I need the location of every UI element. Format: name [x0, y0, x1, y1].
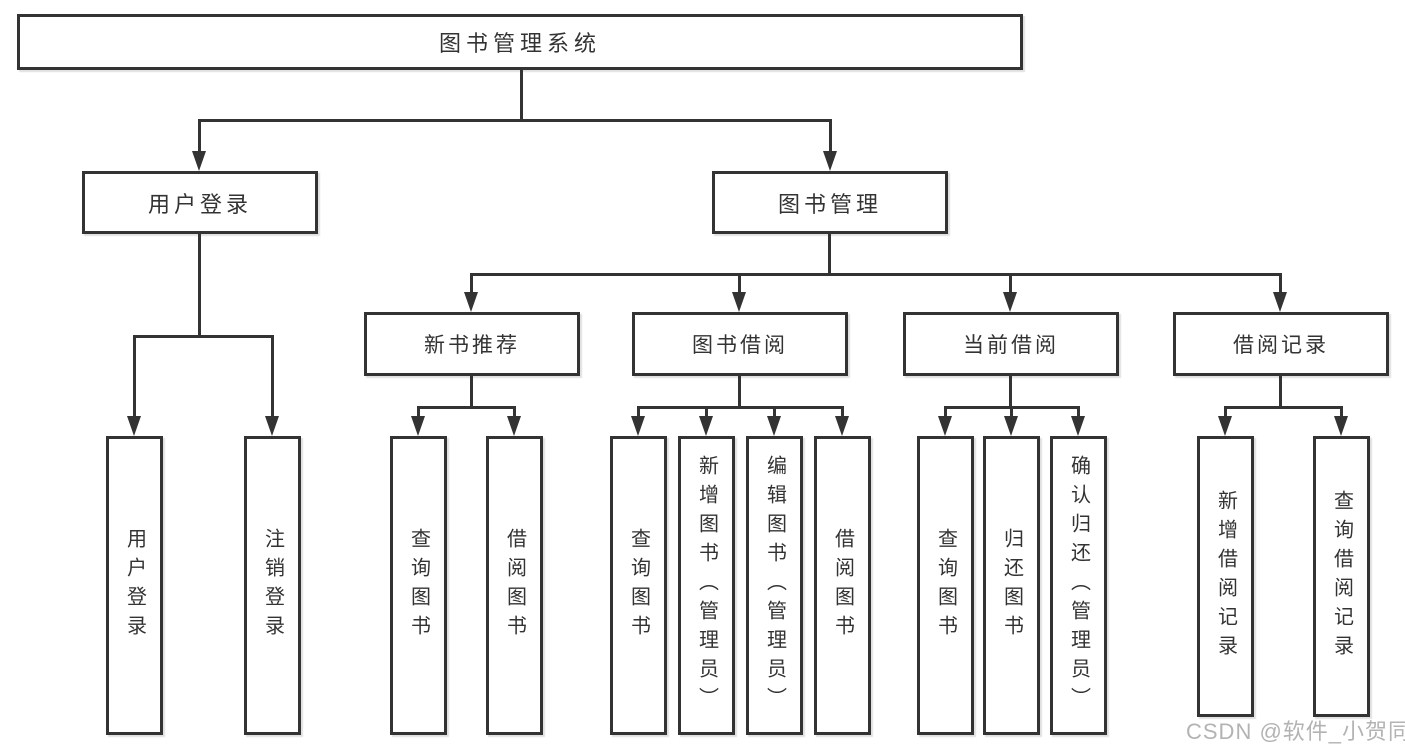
leaf-label: 注销登录	[261, 527, 284, 644]
connector-stem	[1010, 406, 1013, 417]
connector-userlogin-drop	[198, 234, 201, 335]
connector-stem	[738, 273, 741, 293]
node-user-login: 用户登录	[82, 171, 318, 234]
arrowhead-down-icon	[411, 416, 425, 436]
arrowhead-down-icon	[823, 151, 837, 171]
leaf-query-book: 查询图书	[917, 436, 974, 735]
connector-stem	[198, 119, 201, 152]
leaf-label: 确认归还（管理员）	[1067, 455, 1090, 716]
arrowhead-down-icon	[265, 416, 279, 436]
connector-stem	[513, 406, 516, 417]
leaf-query-book: 查询图书	[390, 436, 447, 735]
node-label: 图书管理	[777, 191, 882, 217]
connector-stem	[829, 119, 832, 152]
connector-stem	[841, 406, 844, 417]
arrowhead-down-icon	[127, 416, 141, 436]
leaf-logout-login: 注销登录	[244, 436, 301, 735]
leaf-add-borrow-record: 新增借阅记录	[1197, 436, 1254, 717]
connector-stem	[470, 273, 473, 293]
node-current-borrow: 当前借阅	[903, 312, 1119, 376]
arrowhead-down-icon	[1218, 416, 1232, 436]
arrowhead-down-icon	[1334, 416, 1348, 436]
connector-stem	[1340, 406, 1343, 417]
arrowhead-down-icon	[835, 416, 849, 436]
leaf-query-borrow-record: 查询借阅记录	[1313, 436, 1370, 717]
node-label: 新书推荐	[424, 334, 520, 357]
leaf-label: 新增图书（管理员）	[695, 455, 718, 716]
connector-bookmgmt-drop	[828, 234, 831, 273]
connector-drop	[738, 376, 741, 406]
leaf-borrow-book: 借阅图书	[486, 436, 543, 735]
connector-drop	[470, 376, 473, 406]
connector-level2-rail	[198, 119, 832, 122]
arrowhead-down-icon	[507, 416, 521, 436]
arrowhead-down-icon	[464, 292, 478, 312]
connector-stem	[1279, 273, 1282, 293]
arrowhead-down-icon	[767, 416, 781, 436]
csdn-watermark: CSDN @软件_小贺同学	[1186, 719, 1405, 744]
node-label: 图书管理系统	[438, 31, 601, 56]
connector-rail	[637, 406, 844, 409]
arrowhead-down-icon	[699, 416, 713, 436]
node-label: 图书借阅	[692, 334, 788, 357]
arrowhead-down-icon	[1003, 292, 1017, 312]
leaf-label: 查询图书	[934, 527, 957, 644]
node-library-management-system: 图书管理系统	[17, 14, 1023, 70]
leaf-return-book: 归还图书	[983, 436, 1040, 735]
leaf-label: 归还图书	[1000, 527, 1023, 644]
node-borrow-records: 借阅记录	[1173, 312, 1389, 376]
arrowhead-down-icon	[1004, 416, 1018, 436]
connector-stem	[1077, 406, 1080, 417]
leaf-label: 编辑图书（管理员）	[763, 455, 786, 716]
connector-stem	[705, 406, 708, 417]
connector-rail	[1224, 406, 1343, 409]
connector-userlogin-rail	[133, 335, 274, 338]
leaf-label: 借阅图书	[503, 527, 526, 644]
leaf-label: 用户登录	[123, 527, 146, 644]
node-book-management: 图书管理	[712, 171, 948, 234]
connector-stem	[133, 335, 136, 417]
connector-stem	[637, 406, 640, 417]
node-new-book-recommend: 新书推荐	[364, 312, 580, 376]
leaf-borrow-book: 借阅图书	[814, 436, 871, 735]
node-label: 用户登录	[147, 191, 252, 217]
leaf-user-login: 用户登录	[106, 436, 163, 735]
connector-stem	[1224, 406, 1227, 417]
leaf-label: 查询图书	[627, 527, 650, 644]
node-label: 当前借阅	[963, 334, 1059, 357]
arrowhead-down-icon	[1273, 292, 1287, 312]
leaf-label: 新增借阅记录	[1214, 489, 1237, 664]
leaf-confirm-return-admin: 确认归还（管理员）	[1050, 436, 1107, 735]
connector-stem	[944, 406, 947, 417]
leaf-label: 借阅图书	[831, 527, 854, 644]
leaf-edit-book-admin: 编辑图书（管理员）	[746, 436, 803, 735]
connector-drop	[1009, 376, 1012, 406]
connector-drop	[1279, 376, 1282, 406]
connector-root-drop	[520, 70, 523, 119]
connector-stem	[1009, 273, 1012, 293]
connector-stem	[417, 406, 420, 417]
arrowhead-down-icon	[631, 416, 645, 436]
connector-stem	[271, 335, 274, 417]
arrowhead-down-icon	[1071, 416, 1085, 436]
arrowhead-down-icon	[938, 416, 952, 436]
leaf-query-book: 查询图书	[610, 436, 667, 735]
node-book-borrow: 图书借阅	[632, 312, 848, 376]
node-label: 借阅记录	[1233, 334, 1329, 357]
connector-level3-rail	[470, 273, 1282, 276]
arrowhead-down-icon	[732, 292, 746, 312]
connector-rail	[417, 406, 516, 409]
arrowhead-down-icon	[192, 151, 206, 171]
connector-stem	[773, 406, 776, 417]
leaf-label: 查询图书	[407, 527, 430, 644]
leaf-add-book-admin: 新增图书（管理员）	[678, 436, 735, 735]
leaf-label: 查询借阅记录	[1330, 489, 1353, 664]
